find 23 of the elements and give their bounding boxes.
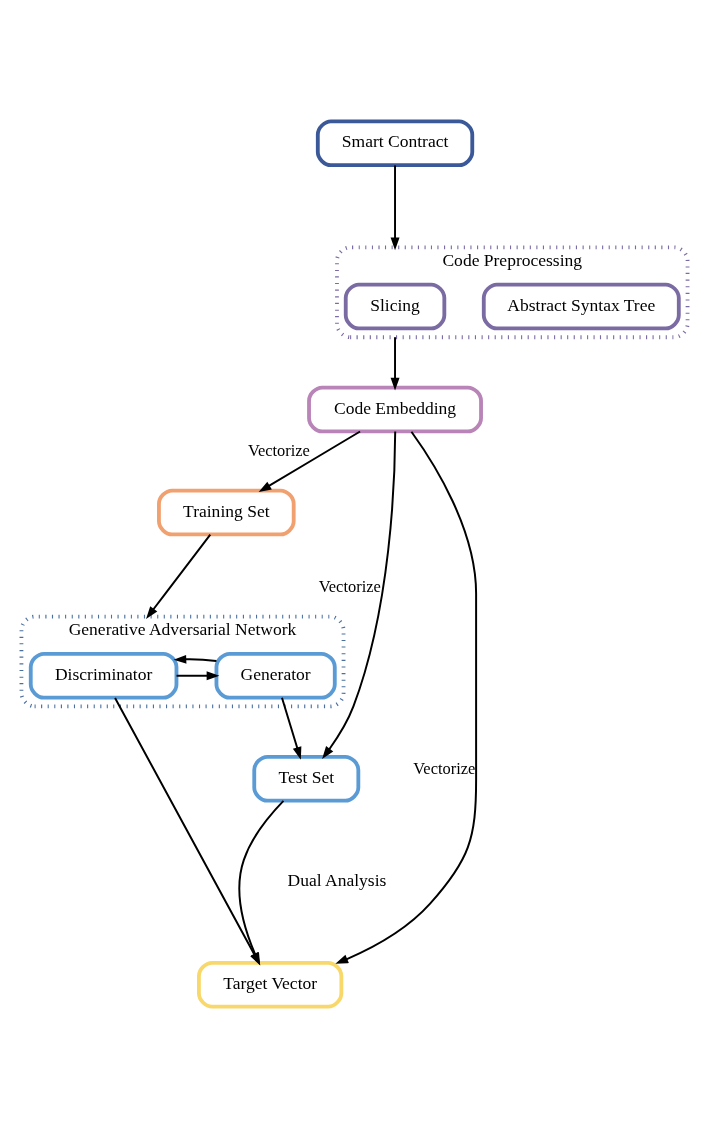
arrow <box>258 430 362 492</box>
node-box: Test Set <box>252 754 361 803</box>
node-box: Slicing <box>343 282 447 330</box>
arrow <box>335 430 478 964</box>
label: Dual Analysis <box>287 869 387 890</box>
node-box: Smart Contract <box>315 118 475 167</box>
node-box: Abstract Syntax Tree <box>481 282 681 330</box>
node-box: Target Vector <box>197 960 344 1009</box>
edge-label: Vectorize <box>413 758 476 778</box>
arrow <box>175 670 220 680</box>
node-box: Code Embedding <box>307 385 483 433</box>
arrow <box>146 533 212 619</box>
arrow <box>390 163 400 250</box>
arrow <box>238 799 285 965</box>
node-box: Training Set <box>157 488 296 536</box>
edge-label: Vectorize <box>247 440 310 460</box>
arrow <box>114 696 261 965</box>
node-box: Discriminator <box>28 651 179 700</box>
arrow <box>390 335 400 391</box>
edge-label: Vectorize <box>318 576 381 596</box>
arrow <box>173 654 218 664</box>
arrow <box>322 430 397 759</box>
node-box: Generator <box>214 651 337 700</box>
